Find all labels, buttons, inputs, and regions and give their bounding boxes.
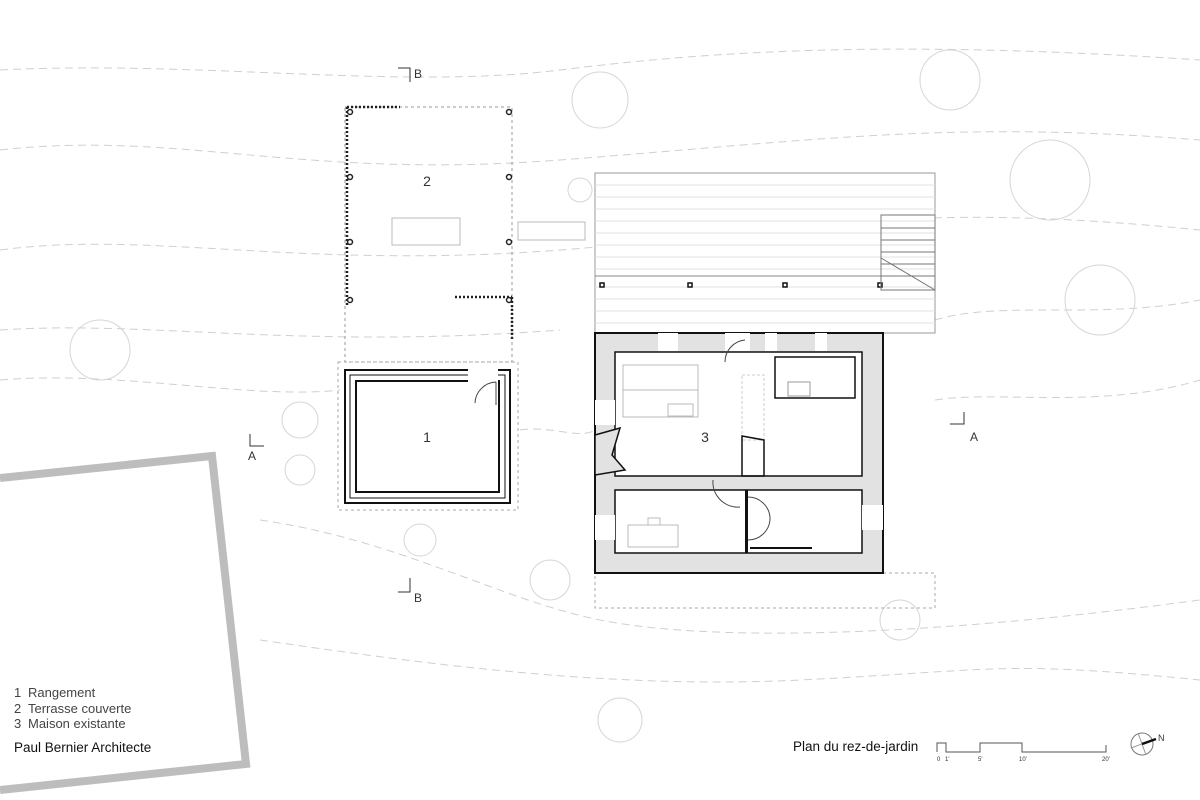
deck <box>594 172 936 609</box>
scale-tick-1: 1' <box>945 757 949 763</box>
legend-number: 3 <box>14 716 22 731</box>
section-marker-a-right <box>950 412 965 425</box>
storage-room: 1 <box>337 361 519 511</box>
scale-tick-5: 5' <box>978 757 982 763</box>
covered-terrace: 2 <box>344 105 586 363</box>
legend-item: 1 Rangement <box>14 685 131 701</box>
legend-item: 2 Terrasse couverte <box>14 701 131 717</box>
north-arrow-icon <box>1130 732 1157 756</box>
storage-label: 1 <box>423 429 431 445</box>
legend-number: 2 <box>14 700 22 716</box>
legend-label: Maison existante <box>28 716 126 731</box>
section-marker-b-bottom <box>398 578 411 593</box>
section-label-a-right: A <box>970 430 978 444</box>
section-marker-b-top <box>398 67 411 82</box>
scale-tick-0: 0 <box>937 757 941 763</box>
section-marker-a-left <box>249 434 264 447</box>
terrace-label: 2 <box>423 173 431 189</box>
scale-tick-10: 10' <box>1019 757 1027 763</box>
legend-label: Terrasse couverte <box>28 700 132 716</box>
scale-tick-20: 20' <box>1102 757 1110 763</box>
section-label-b-top: B <box>414 67 422 81</box>
scale-bar <box>936 742 1107 753</box>
legend-label: Rangement <box>28 685 96 700</box>
legend-number: 1 <box>14 685 22 700</box>
section-label-b-bottom: B <box>414 591 422 605</box>
deck-stairs <box>880 214 936 291</box>
vegetation <box>69 49 1136 743</box>
north-label: N <box>1158 733 1165 743</box>
legend-item: 3 Maison existante <box>14 716 131 732</box>
drawing-title: Plan du rez-de-jardin <box>793 739 919 754</box>
terrace-columns <box>346 108 513 304</box>
dining-table <box>391 217 461 246</box>
architect-name: Paul Bernier Architecte <box>14 740 152 755</box>
landscape-contours <box>0 48 1200 683</box>
bench <box>517 221 586 241</box>
site-wall <box>0 451 251 794</box>
house-label: 3 <box>701 429 709 445</box>
sofa <box>622 364 699 418</box>
existing-house: 3 <box>594 332 884 574</box>
legend: 1 Rangement 2 Terrasse couverte 3 Maison ex… <box>14 685 131 732</box>
section-label-a-left: A <box>248 449 256 463</box>
